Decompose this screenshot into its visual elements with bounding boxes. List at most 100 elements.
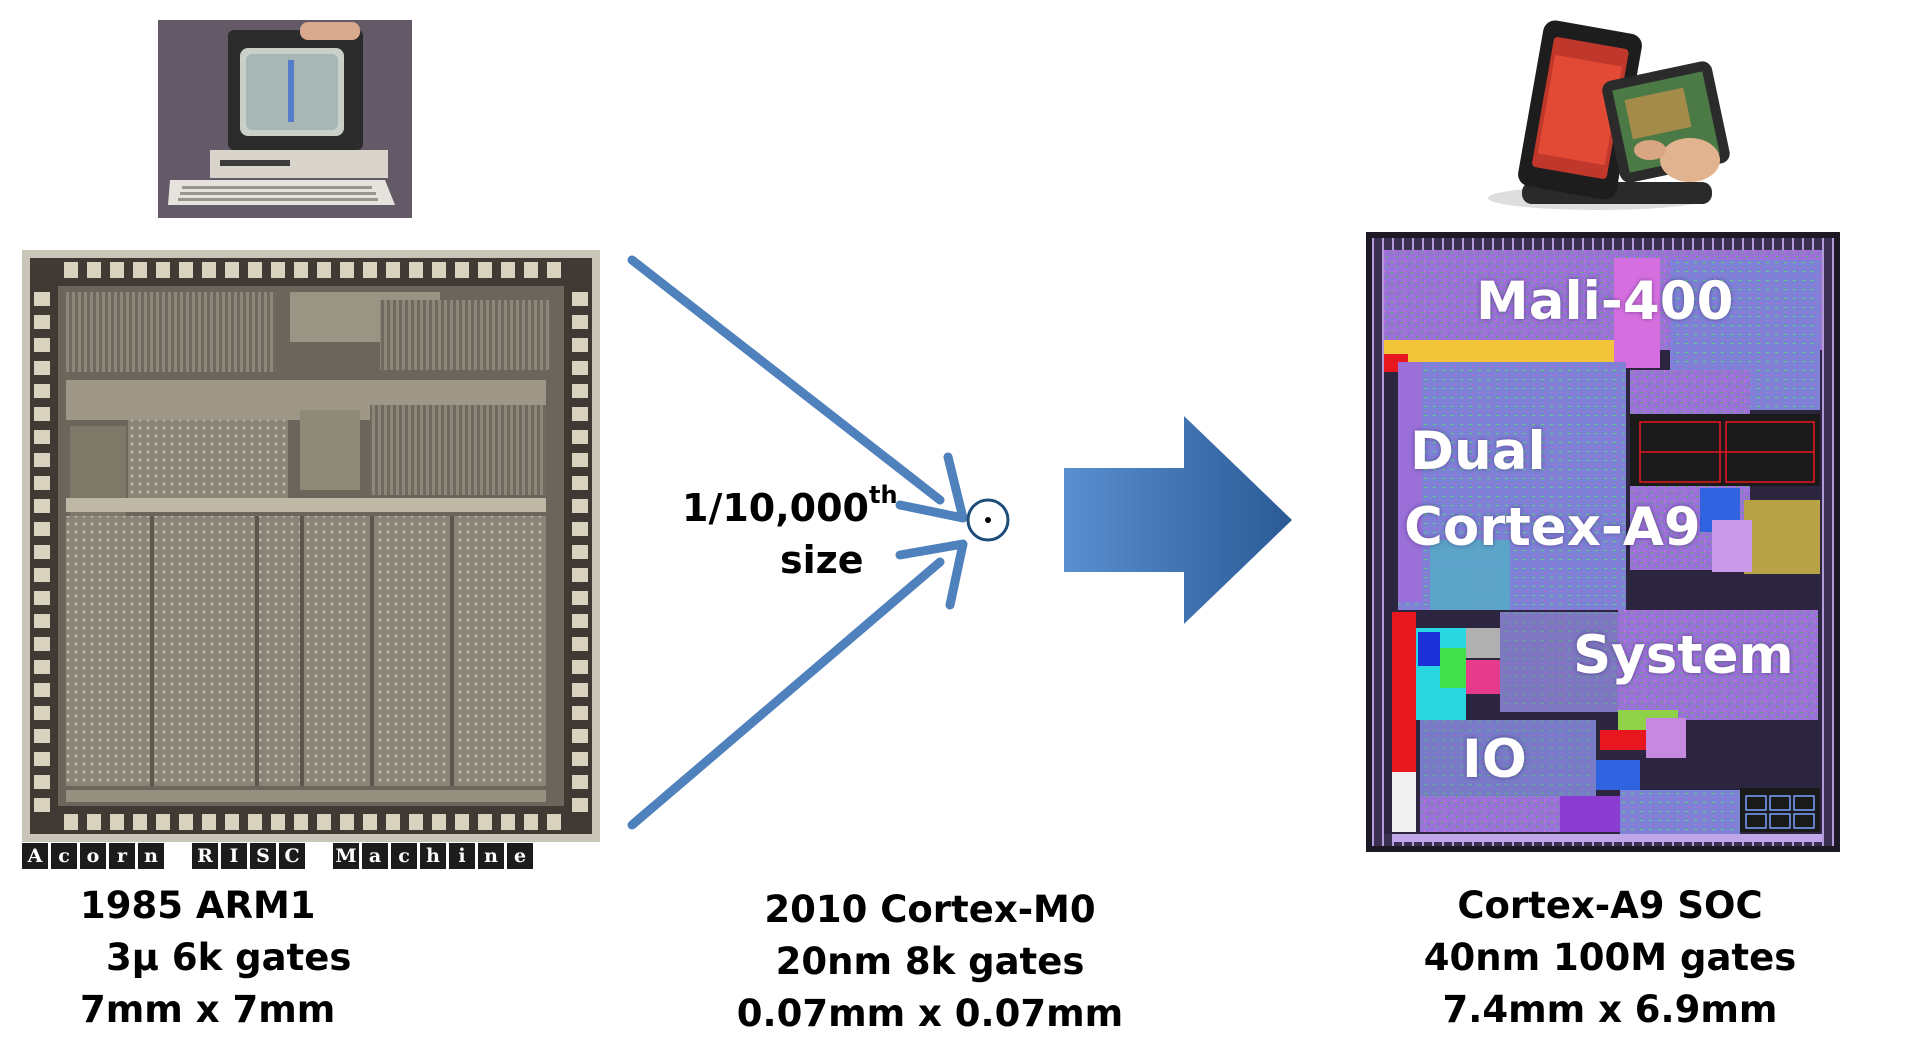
banner-letter: R — [192, 843, 218, 869]
acorn-computer-photo — [158, 20, 412, 218]
arm1-caption-line-1: 1985 ARM1 — [80, 884, 316, 927]
bond-pad — [34, 292, 50, 306]
banner-letter: r — [109, 843, 135, 869]
bond-pad — [133, 814, 147, 830]
bond-pad — [572, 476, 588, 490]
bond-pad — [294, 814, 308, 830]
banner-letter: A — [22, 843, 48, 869]
bond-pad — [202, 814, 216, 830]
bond-pad — [572, 683, 588, 697]
banner-letter: c — [391, 843, 417, 869]
bond-pad — [271, 814, 285, 830]
converging-arrows — [627, 255, 1010, 830]
size-ratio-label: 1/10,000th size — [682, 482, 898, 586]
bond-pad — [572, 430, 588, 444]
cortex-m0-caption-line-1: 2010 Cortex-M0 — [764, 888, 1096, 931]
cortex-a9-soc-caption-line-1: Cortex-A9 SOC — [1457, 884, 1763, 927]
bond-pad — [547, 814, 561, 830]
bond-pad — [572, 315, 588, 329]
upper-arrowhead — [895, 452, 968, 523]
bond-pad — [432, 262, 446, 278]
bond-pad — [455, 814, 469, 830]
upper-arrow-shaft — [627, 255, 945, 505]
bond-pad — [363, 814, 377, 830]
bond-pad — [34, 430, 50, 444]
bond-pad — [524, 814, 538, 830]
bond-pad — [34, 384, 50, 398]
system-label: System — [1573, 625, 1794, 686]
lower-arrow-shaft — [627, 557, 945, 830]
bond-pad — [572, 798, 588, 812]
arm1-caption-line-3: 7mm x 7mm — [80, 988, 336, 1031]
bond-pad — [34, 798, 50, 812]
lower-arrowhead — [895, 539, 968, 610]
bond-pad — [87, 262, 101, 278]
ratio-superscript: th — [868, 481, 898, 509]
bond-pad — [572, 706, 588, 720]
bond-pad — [34, 476, 50, 490]
bond-pad — [572, 637, 588, 651]
bond-pad — [64, 262, 78, 278]
bond-pad — [34, 568, 50, 582]
bond-pad — [34, 407, 50, 421]
bond-pad — [317, 814, 331, 830]
bond-pad — [34, 683, 50, 697]
bond-pad — [34, 614, 50, 628]
bond-pad — [34, 453, 50, 467]
bond-pad — [34, 315, 50, 329]
bond-pad — [34, 545, 50, 559]
bond-pad — [501, 814, 515, 830]
banner-letter: S — [250, 843, 276, 869]
bond-pad — [225, 262, 239, 278]
banner-gap — [308, 843, 330, 869]
bond-pad — [294, 262, 308, 278]
bond-pad — [179, 262, 193, 278]
bond-pad — [179, 814, 193, 830]
bond-pad — [87, 814, 101, 830]
io-label: IO — [1462, 729, 1527, 790]
bond-pad — [572, 591, 588, 605]
bond-pad — [317, 262, 331, 278]
bond-pad — [34, 338, 50, 352]
bond-pad — [432, 814, 446, 830]
bond-pad — [572, 568, 588, 582]
bond-pad — [572, 752, 588, 766]
bond-pad — [202, 262, 216, 278]
dual-label: Dual — [1410, 421, 1546, 482]
bond-pad — [34, 522, 50, 536]
bond-pad — [572, 407, 588, 421]
bond-pad — [34, 660, 50, 674]
mali-400-label: Mali-400 — [1476, 271, 1734, 332]
banner-letter: o — [80, 843, 106, 869]
bond-pad — [572, 522, 588, 536]
bond-pad — [34, 775, 50, 789]
banner-letter: n — [138, 843, 164, 869]
banner-letter: n — [478, 843, 504, 869]
bond-pad — [572, 775, 588, 789]
bond-pad — [156, 262, 170, 278]
bond-pad — [409, 262, 423, 278]
arm1-caption: 1985 ARM1 3μ 6k gates 7mm x 7mm — [80, 880, 410, 1036]
smartphones-photo — [1488, 20, 1730, 210]
bond-pad — [572, 338, 588, 352]
big-right-arrow — [1064, 416, 1292, 624]
bond-pad — [248, 814, 262, 830]
bond-pad — [34, 729, 50, 743]
banner-letter: i — [449, 843, 475, 869]
bond-pad — [524, 262, 538, 278]
arm1-caption-line-2: 3μ 6k gates — [106, 936, 352, 979]
bond-pad — [34, 637, 50, 651]
bond-pad — [455, 262, 469, 278]
banner-letter: C — [279, 843, 305, 869]
bond-pad — [572, 729, 588, 743]
bond-pad — [110, 814, 124, 830]
cortex-m0-caption-line-3: 0.07mm x 0.07mm — [736, 992, 1124, 1035]
bond-pad — [363, 262, 377, 278]
bond-pad — [409, 814, 423, 830]
bond-pad — [133, 262, 147, 278]
bond-pad — [340, 262, 354, 278]
